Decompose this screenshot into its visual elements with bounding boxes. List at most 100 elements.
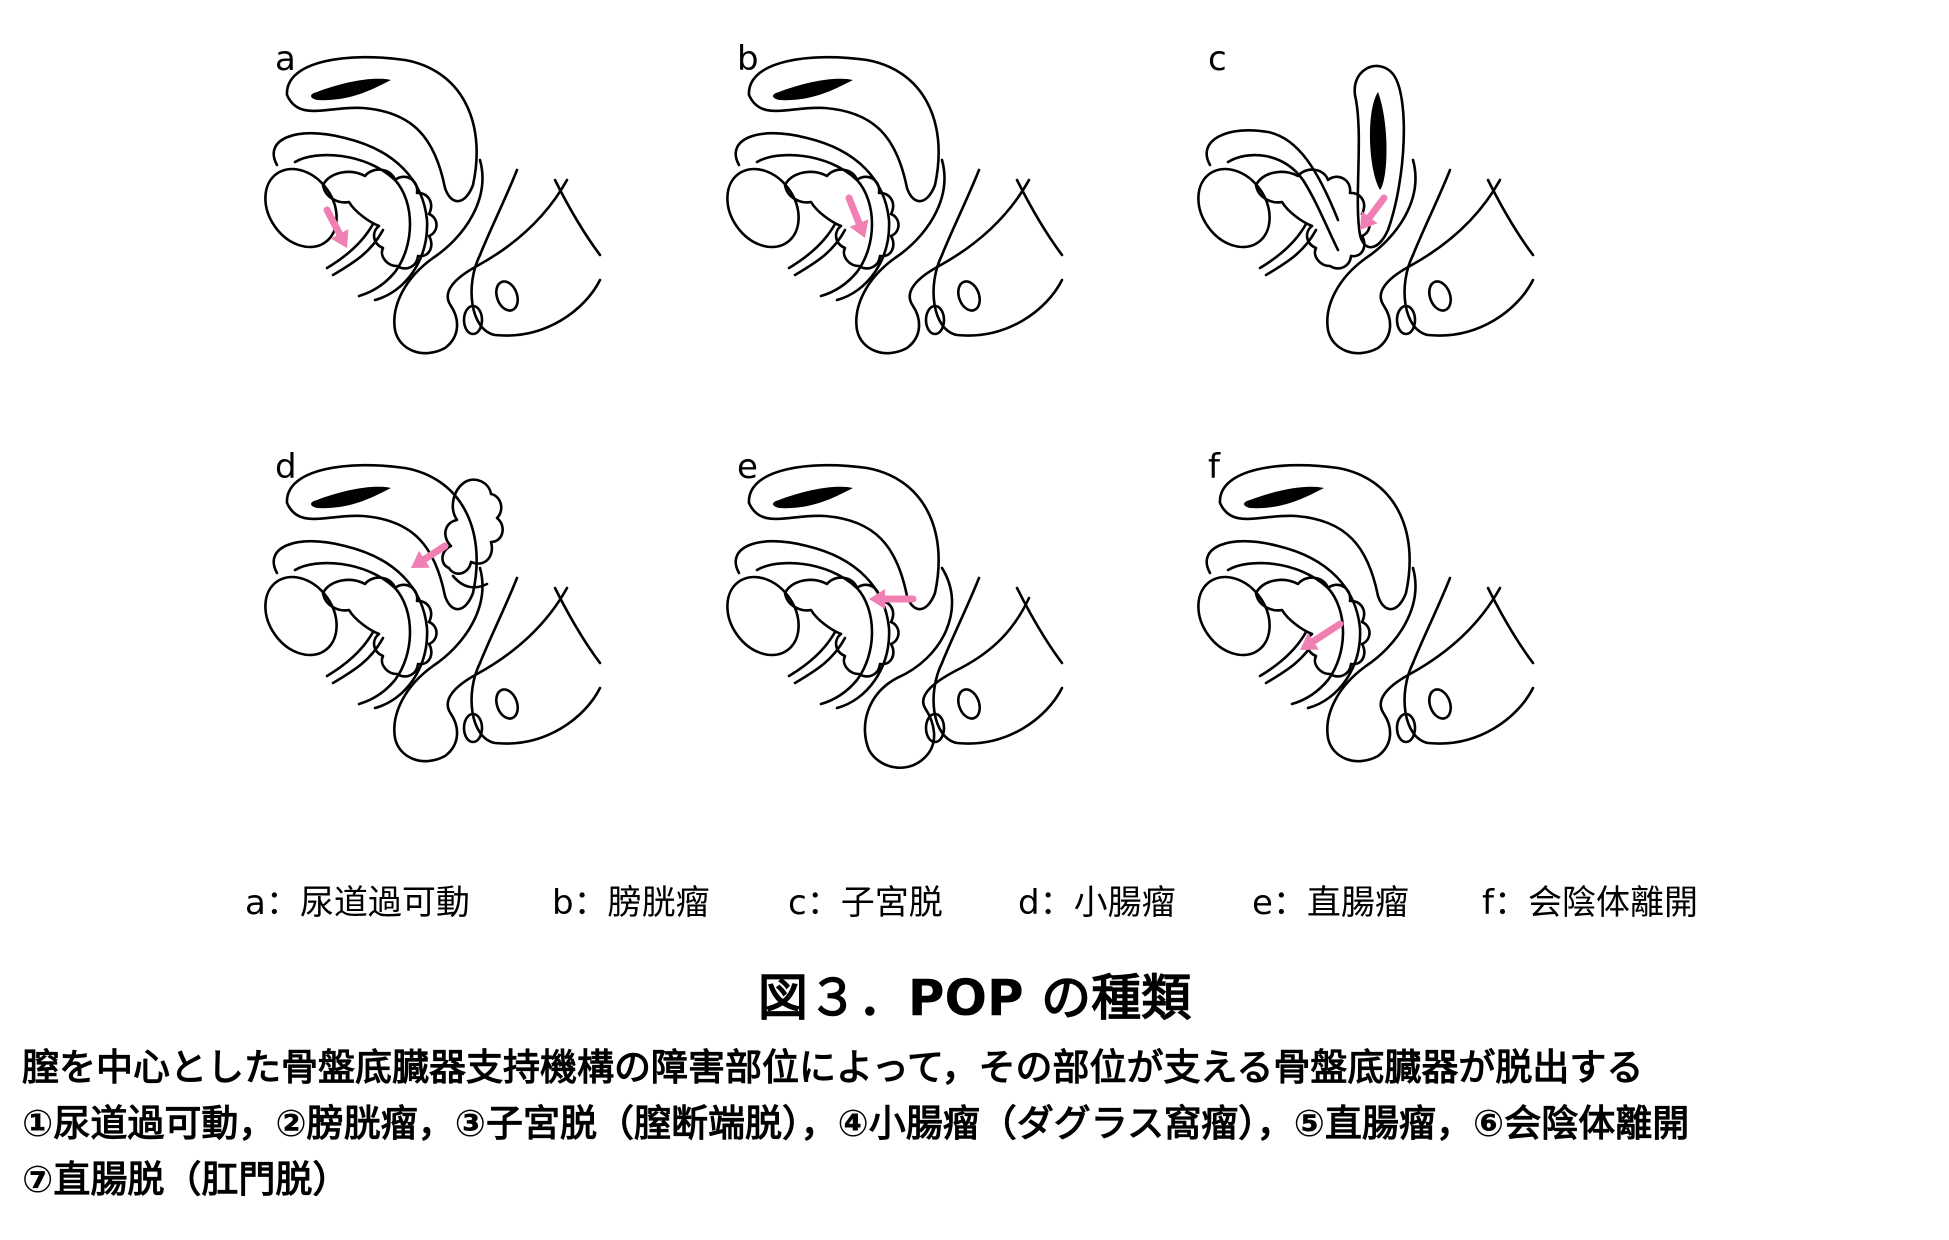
vaginal-canal — [1258, 222, 1308, 270]
pink-arrow-head — [869, 589, 885, 609]
caption-line: ⑦直腸脱（肛門脱） — [22, 1158, 350, 1201]
vaginal-wall — [1226, 153, 1340, 252]
bladder-lumen — [773, 486, 853, 509]
pubic-bone-shape — [264, 167, 338, 249]
vaginal-canal — [331, 228, 385, 277]
pink-arrow-head — [330, 229, 349, 248]
panel-c: c — [1188, 30, 1658, 430]
small-bowel-loop — [441, 478, 504, 575]
uterine-wall — [1205, 539, 1362, 710]
panel-letter: d — [275, 447, 297, 487]
rectum-wall — [855, 158, 1031, 355]
bladder-outline — [747, 463, 940, 611]
perineum-contour — [1403, 253, 1535, 337]
rectum-wall — [393, 566, 569, 763]
bowel-loops — [1254, 576, 1371, 678]
legend-item-c: c：子宮脱 — [788, 883, 943, 923]
rectum-wall — [1326, 158, 1502, 355]
vaginal-wall — [755, 153, 874, 298]
bowel-loops — [1254, 168, 1371, 270]
pink-arrow-shaft — [420, 542, 449, 563]
sacrum-line — [553, 178, 602, 257]
pubic-bone-shape — [726, 575, 800, 657]
bladder-lumen — [311, 78, 391, 101]
bowel-loops — [321, 576, 438, 678]
bladder-outline — [285, 55, 478, 203]
anal-canal-shape — [494, 688, 520, 720]
rectum-wall — [393, 158, 569, 355]
anal-canal-shape — [494, 280, 520, 312]
anatomy-diagram — [1197, 64, 1535, 355]
pink-arrow-head — [1300, 632, 1319, 650]
uterine-wall — [272, 131, 429, 302]
uterine-wall — [734, 539, 891, 710]
panel-b: b — [717, 30, 1187, 430]
bladder-lumen — [773, 78, 853, 101]
vaginal-wall — [293, 561, 412, 706]
uterine-wall — [1205, 128, 1340, 222]
bladder-outline — [285, 463, 478, 611]
vaginal-canal — [793, 636, 847, 685]
pubic-bone-shape — [726, 167, 800, 249]
pink-arrow-head — [849, 219, 869, 238]
legend-item-a: a：尿道過可動 — [245, 883, 470, 923]
vaginal-canal — [1258, 630, 1308, 678]
sacrum-line — [1486, 178, 1535, 257]
panel-letter: c — [1208, 39, 1227, 79]
vaginal-wall — [293, 153, 412, 298]
anal-canal-shape — [462, 304, 484, 336]
anatomy-diagram — [1197, 463, 1535, 763]
anal-canal-shape — [462, 712, 484, 744]
legend-item-b: b：膀胱瘤 — [552, 883, 710, 923]
perineum-contour — [470, 253, 602, 337]
vaginal-canal — [787, 630, 837, 678]
bladder-lumen — [1369, 92, 1387, 190]
caption-line: 膣を中心とした骨盤底臓器支持機構の障害部位によって，その部位が支える骨盤底臓器が… — [22, 1046, 1644, 1089]
vaginal-canal — [331, 636, 385, 685]
bowel-loops — [321, 168, 438, 270]
panel-letter: f — [1208, 447, 1220, 487]
anal-canal-shape — [956, 280, 982, 312]
pink-arrow-shaft — [1309, 620, 1344, 645]
vaginal-canal — [325, 222, 375, 270]
vaginal-canal — [793, 228, 847, 277]
bladder-outline — [1218, 463, 1411, 611]
vaginal-canal — [787, 222, 837, 270]
bladder-lumen — [1244, 486, 1324, 509]
perineum-contour — [470, 661, 602, 745]
caption-line: ①尿道過可動，②膀胱瘤，③子宮脱（膣断端脱），④小腸瘤（ダグラス窩瘤），⑤直腸瘤… — [22, 1102, 1690, 1145]
anatomy-diagram — [264, 463, 602, 763]
anatomy-diagram — [264, 55, 602, 355]
sacrum-line — [553, 586, 602, 665]
small-bowel-loop — [451, 574, 489, 589]
panel-letter: e — [737, 447, 758, 487]
bowel-loops — [783, 168, 900, 270]
sacrum-line — [940, 168, 981, 257]
legend-item-e: e：直腸瘤 — [1252, 883, 1409, 923]
anal-canal-shape — [956, 688, 982, 720]
vaginal-wall — [755, 561, 874, 706]
perineum-contour — [932, 661, 1064, 745]
sacrum-line — [1486, 586, 1535, 665]
anatomy-diagram — [726, 55, 1064, 355]
figure-title: 図３．POP の種類 — [757, 969, 1192, 1027]
anal-canal-shape — [1395, 712, 1417, 744]
anal-canal-shape — [924, 304, 946, 336]
legend-item-d: d：小腸瘤 — [1018, 883, 1176, 923]
pubic-bone-shape — [1197, 167, 1271, 249]
bladder-lumen — [311, 486, 391, 509]
anal-canal-shape — [1395, 304, 1417, 336]
bladder-outline — [747, 55, 940, 203]
vaginal-canal — [1264, 228, 1318, 277]
anal-canal-shape — [1427, 280, 1453, 312]
panel-letter: a — [275, 39, 296, 79]
vaginal-wall — [1226, 561, 1345, 706]
rectum-wall — [863, 566, 1031, 769]
panel-d: d — [255, 438, 725, 838]
panel-a: a — [255, 30, 725, 430]
pink-arrow-shaft — [323, 206, 344, 238]
perineum-contour — [1403, 661, 1535, 745]
bowel-loops — [783, 576, 900, 678]
pubic-bone-shape — [1197, 575, 1271, 657]
sacrum-line — [1411, 168, 1452, 257]
